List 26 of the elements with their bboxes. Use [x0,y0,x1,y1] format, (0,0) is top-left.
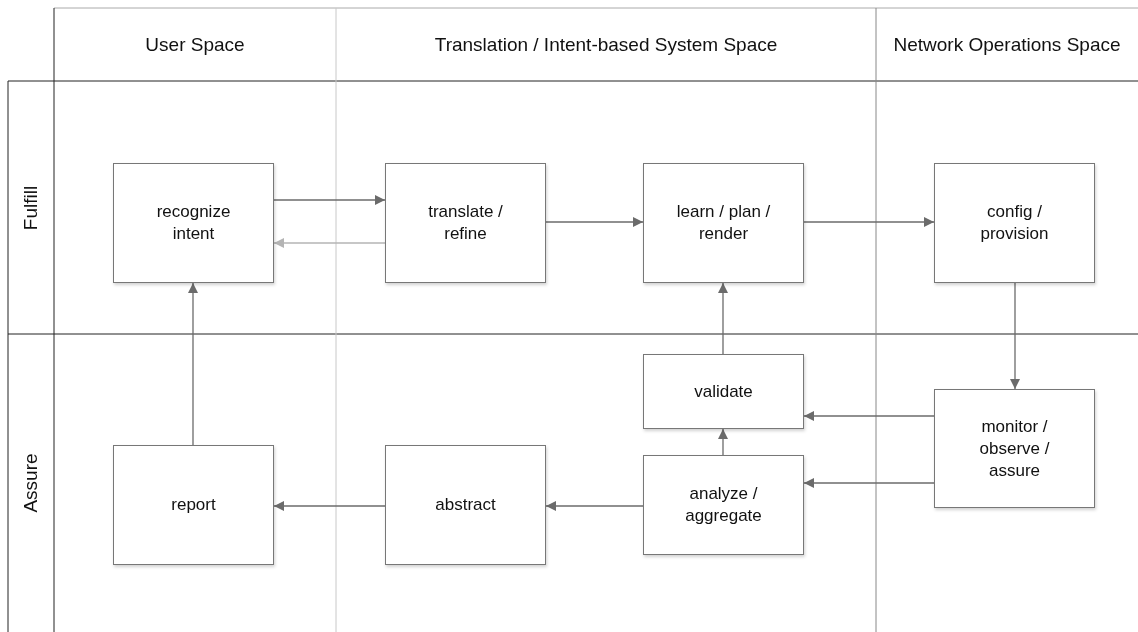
process-box: abstract [385,445,546,565]
arrow [718,428,728,456]
arrow [545,501,644,511]
process-box: recognize intent [113,163,274,283]
arrow [1010,282,1020,390]
arrow [545,217,644,227]
arrow [188,282,198,446]
process-box: analyze / aggregate [643,455,804,555]
row-header: Fulfill [20,185,42,230]
process-box: translate / refine [385,163,546,283]
column-header: User Space [144,32,246,57]
arrow [273,238,386,248]
process-box: learn / plan / render [643,163,804,283]
process-box: report [113,445,274,565]
arrow [273,501,386,511]
arrow [273,195,386,205]
arrow [718,282,728,355]
row-header: Assure [20,453,42,513]
arrow [803,217,935,227]
arrow [803,411,935,421]
column-header: Translation / Intent-based System Space [433,32,779,57]
arrow [803,478,935,488]
column-header: Network Operations Space [892,32,1122,57]
process-box: config / provision [934,163,1095,283]
process-box: monitor / observe / assure [934,389,1095,508]
process-box: validate [643,354,804,429]
